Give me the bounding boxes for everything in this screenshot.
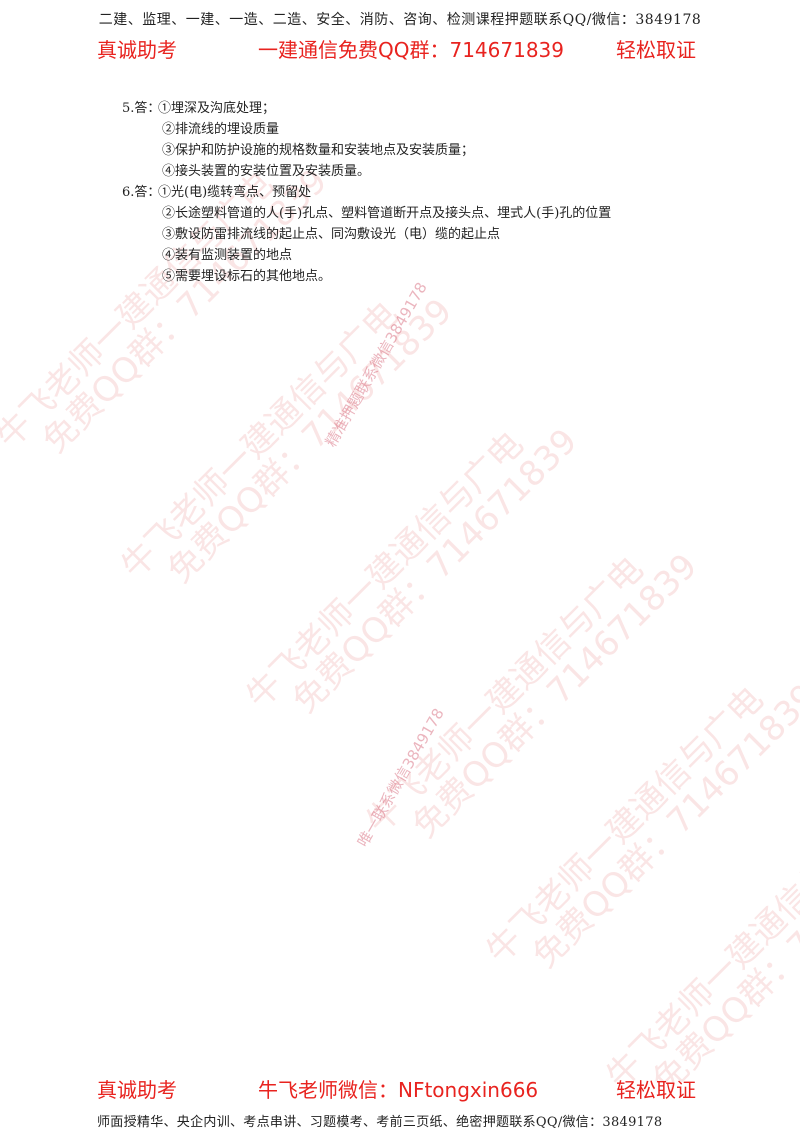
answer-number: 5.答： [122, 101, 161, 116]
header-banner: 真诚助考 一建通信免费QQ群：714671839 轻松取证 [0, 34, 800, 64]
answer-line: 6.答：①光(电)缆转弯点、预留处 [122, 182, 722, 203]
answer-item: ①光(电)缆转弯点、预留处 [158, 185, 312, 200]
footer-banner-right: 轻松取证 [616, 1078, 696, 1102]
watermark-text: 牛飞老师一建通信与广电 免费QQ群：714671839 [598, 777, 800, 1121]
answer-item: ④接头装置的安装位置及安装质量。 [162, 164, 371, 179]
watermark-text: 牛飞老师一建通信与广电 免费QQ群：714671839 [113, 267, 461, 611]
answer-item: ③保护和防护设施的规格数量和安装地点及安装质量； [162, 143, 475, 158]
answer-item: ④装有监测装置的地点 [162, 248, 293, 263]
answer-line: 5.答：①埋深及沟底处理； [122, 98, 722, 119]
watermark-line: 免费QQ群：714671839 [525, 676, 800, 977]
header-banner-qq-group: 一建通信免费QQ群：714671839 [258, 38, 565, 62]
answer-item: ⑤需要埋设标石的其他地点。 [162, 269, 332, 284]
watermark-line: 免费QQ群：714671839 [160, 291, 461, 592]
watermark-text: 牛飞老师一建通信与广电 免费QQ群：714671839 [358, 522, 706, 866]
footer-contact-line: 师面授精华、央企内训、考点串讲、习题模考、考前三页纸、绝密押题联系QQ/微信：3… [97, 1115, 663, 1130]
header-banner-left: 真诚助考 [97, 38, 177, 62]
footer-banner: 真诚助考 牛飞老师微信：NFtongxin666 轻松取证 [0, 1074, 800, 1104]
answer-6: 6.答：①光(电)缆转弯点、预留处 ②长途塑料管道的人(手)孔点、塑料管道断开点… [122, 182, 722, 287]
watermark-small-text: 精准押题联系微信3849178 [321, 279, 431, 450]
answer-item: ②长途塑料管道的人(手)孔点、塑料管道断开点及接头点、埋式人(手)孔的位置 [162, 206, 612, 221]
answer-5: 5.答：①埋深及沟底处理； ②排流线的埋设质量 ③保护和防护设施的规格数量和安装… [122, 98, 722, 182]
answer-item: ③敷设防雷排流线的起止点、同沟敷设光（电）缆的起止点 [162, 227, 501, 242]
watermark-line: 牛飞老师一建通信与广电 [598, 804, 800, 1097]
answers-section: 5.答：①埋深及沟底处理； ②排流线的埋设质量 ③保护和防护设施的规格数量和安装… [122, 98, 722, 287]
watermark-text: 牛飞老师一建通信与广电 免费QQ群：714671839 [478, 652, 800, 996]
answer-number: 6.答： [122, 185, 161, 200]
header-contact-line: 二建、监理、一建、一造、二造、安全、消防、咨询、检测课程押题联系QQ/微信：38… [98, 12, 702, 28]
answer-item: ①埋深及沟底处理； [158, 101, 276, 116]
watermark-line: 牛飞老师一建通信与广电 [478, 679, 772, 972]
watermark-line: 免费QQ群：714671839 [285, 421, 586, 722]
watermark-small-text: 唯一联系微信3849178 [353, 705, 448, 850]
header-banner-right: 轻松取证 [616, 38, 696, 62]
watermark-line: 免费QQ群：714671839 [405, 546, 706, 847]
watermark-text: 牛飞老师一建通信与广电 免费QQ群：714671839 [238, 397, 586, 741]
footer-banner-left: 真诚助考 [97, 1078, 177, 1102]
watermark-line: 牛飞老师一建通信与广电 [358, 549, 652, 842]
answer-item: ②排流线的埋设质量 [162, 122, 280, 137]
watermark-line: 牛飞老师一建通信与广电 [113, 294, 407, 587]
footer-banner-wechat: 牛飞老师微信：NFtongxin666 [258, 1078, 539, 1102]
watermark-line: 牛飞老师一建通信与广电 [238, 424, 532, 717]
